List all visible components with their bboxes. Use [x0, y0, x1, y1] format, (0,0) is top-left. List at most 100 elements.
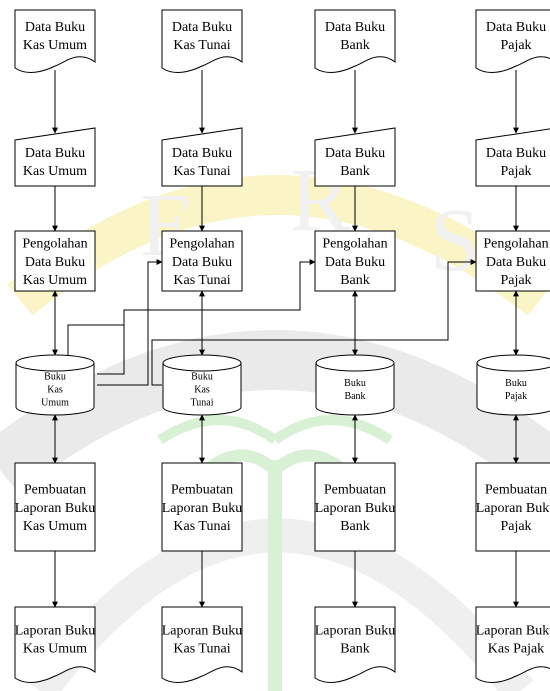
node-label-line: Pembuatan	[171, 483, 233, 498]
report-process-shape	[14, 462, 96, 552]
node-label-line: Kas Tunai	[173, 519, 230, 534]
bank-input-node	[314, 127, 396, 187]
node-label-line: Laporan Buku	[162, 623, 242, 638]
pajak-storage-node	[476, 354, 550, 416]
node-label-line: Laporan Buku	[315, 501, 395, 516]
node-label-line: Bank	[344, 391, 365, 402]
bank-report-process-node	[314, 462, 396, 552]
storage-cylinder	[162, 363, 242, 416]
node-label-line: Laporan Buku	[162, 501, 242, 516]
process-shape	[314, 230, 396, 292]
report-process-shape	[475, 462, 550, 552]
source-doc-shape	[314, 9, 396, 73]
pajak-source-doc-node	[475, 9, 550, 73]
node-label-line: Data Buku	[325, 146, 385, 161]
node-label-line: Kas Umum	[23, 273, 87, 288]
cross-flow-arrow	[151, 259, 477, 386]
node-label-line: Data Buku	[25, 255, 85, 270]
tunai-source-doc-node	[161, 9, 243, 73]
report-doc-shape	[475, 606, 550, 683]
node-label-line: Buku	[191, 372, 213, 383]
node-label-line: Pengolahan	[169, 237, 234, 252]
umum-input-node	[14, 127, 96, 187]
node-label-line: Kas Umum	[23, 38, 87, 53]
umum-source-doc-node	[14, 9, 96, 73]
source-doc-shape	[14, 9, 96, 73]
storage-cylinder-top	[315, 354, 395, 372]
node-label-line: Laporan Buku	[15, 501, 95, 516]
svg-text:S: S	[430, 191, 480, 290]
report-process-shape	[314, 462, 396, 552]
node-label-line: Buku	[505, 378, 527, 389]
process-shape	[161, 230, 243, 292]
source-doc-shape	[161, 9, 243, 73]
connectors	[52, 70, 519, 608]
node-label-line: Pajak	[500, 519, 531, 534]
storage-cylinder-top	[15, 354, 95, 372]
node-label-line: Data Buku	[25, 20, 85, 35]
node-label-line: Data Buku	[172, 146, 232, 161]
tunai-process-node	[161, 230, 243, 292]
input-shape	[314, 127, 396, 187]
bank-process-node	[314, 230, 396, 292]
node-label-line: Pembuatan	[324, 483, 386, 498]
pajak-report-process-node	[475, 462, 550, 552]
node-label-line: Tunai	[191, 398, 214, 409]
node-label-line: Pengolahan	[483, 237, 548, 252]
node-label-line: Pembuatan	[485, 483, 547, 498]
node-label-line: Kas Tunai	[173, 164, 230, 179]
node-label-line: Pembuatan	[24, 483, 86, 498]
report-doc-shape	[161, 606, 243, 683]
umum-storage-node	[15, 354, 95, 416]
node-label-line: Pengolahan	[322, 237, 387, 252]
bank-source-doc-node	[314, 9, 396, 73]
node-label-line: Kas Tunai	[173, 38, 230, 53]
process-shape	[475, 230, 550, 292]
node-label-line: Data Buku	[486, 255, 546, 270]
tunai-input-node	[161, 127, 243, 187]
node-label-line: Pengolahan	[22, 237, 87, 252]
node-label-line: Buku	[344, 378, 366, 389]
pajak-input-node	[475, 128, 550, 187]
node-label-line: Bank	[340, 519, 370, 534]
cross-flow-arrow	[67, 324, 124, 355]
node-label-line: Laporan Buku	[476, 623, 550, 638]
node-label-line: Kas Umum	[23, 642, 87, 657]
input-shape	[161, 127, 243, 187]
node-label-line: Bank	[340, 38, 370, 53]
node-label-line: Data Buku	[25, 146, 85, 161]
report-doc-shape	[314, 606, 396, 683]
node-label-line: Umum	[41, 398, 69, 409]
storage-cylinder-top	[162, 354, 242, 372]
storage-cylinder	[15, 363, 95, 416]
node-label-line: Kas Tunai	[173, 642, 230, 657]
node-label-line: Pajak	[500, 273, 531, 288]
node-label-line: Data Buku	[325, 255, 385, 270]
tunai-storage-node	[162, 354, 242, 416]
node-label-line: Bank	[340, 642, 370, 657]
node-label-line: Kas	[47, 385, 63, 396]
node-label-line: Kas Tunai	[173, 273, 230, 288]
storage-cylinder	[315, 363, 395, 416]
node-label-line: Data Buku	[172, 20, 232, 35]
process-shape	[14, 230, 96, 292]
storage-cylinder-top	[476, 354, 550, 372]
bank-report-doc-node	[314, 606, 396, 683]
node-label-line: Data Buku	[486, 20, 546, 35]
node-label-line: Data Buku	[325, 20, 385, 35]
cross-flow-arrow	[97, 259, 163, 386]
cross-flow-arrow	[97, 259, 316, 375]
node-label-line: Laporan Buku	[315, 623, 395, 638]
umum-report-process-node	[14, 462, 96, 552]
umum-report-doc-node	[14, 606, 96, 683]
umum-process-node	[14, 230, 96, 292]
node-label-line: Laporan Buku	[476, 501, 550, 516]
node-label-line: Buku	[44, 372, 66, 383]
node-label-line: Data Buku	[486, 146, 546, 161]
tunai-report-doc-node	[161, 606, 243, 683]
node-label-line: Pajak	[505, 391, 527, 402]
pajak-report-doc-node	[475, 606, 550, 683]
node-label-line: Kas Umum	[23, 519, 87, 534]
